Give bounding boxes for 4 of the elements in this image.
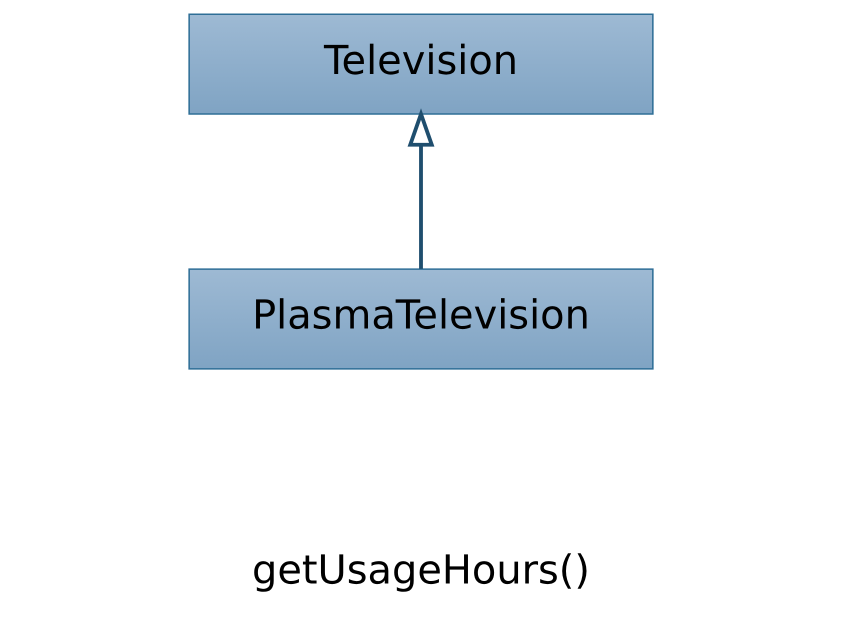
label: getUsageHours() — [252, 548, 590, 594]
arrow — [407, 108, 434, 269]
node-box: PlasmaTelevision — [188, 268, 654, 370]
node-box: Television — [188, 13, 654, 115]
